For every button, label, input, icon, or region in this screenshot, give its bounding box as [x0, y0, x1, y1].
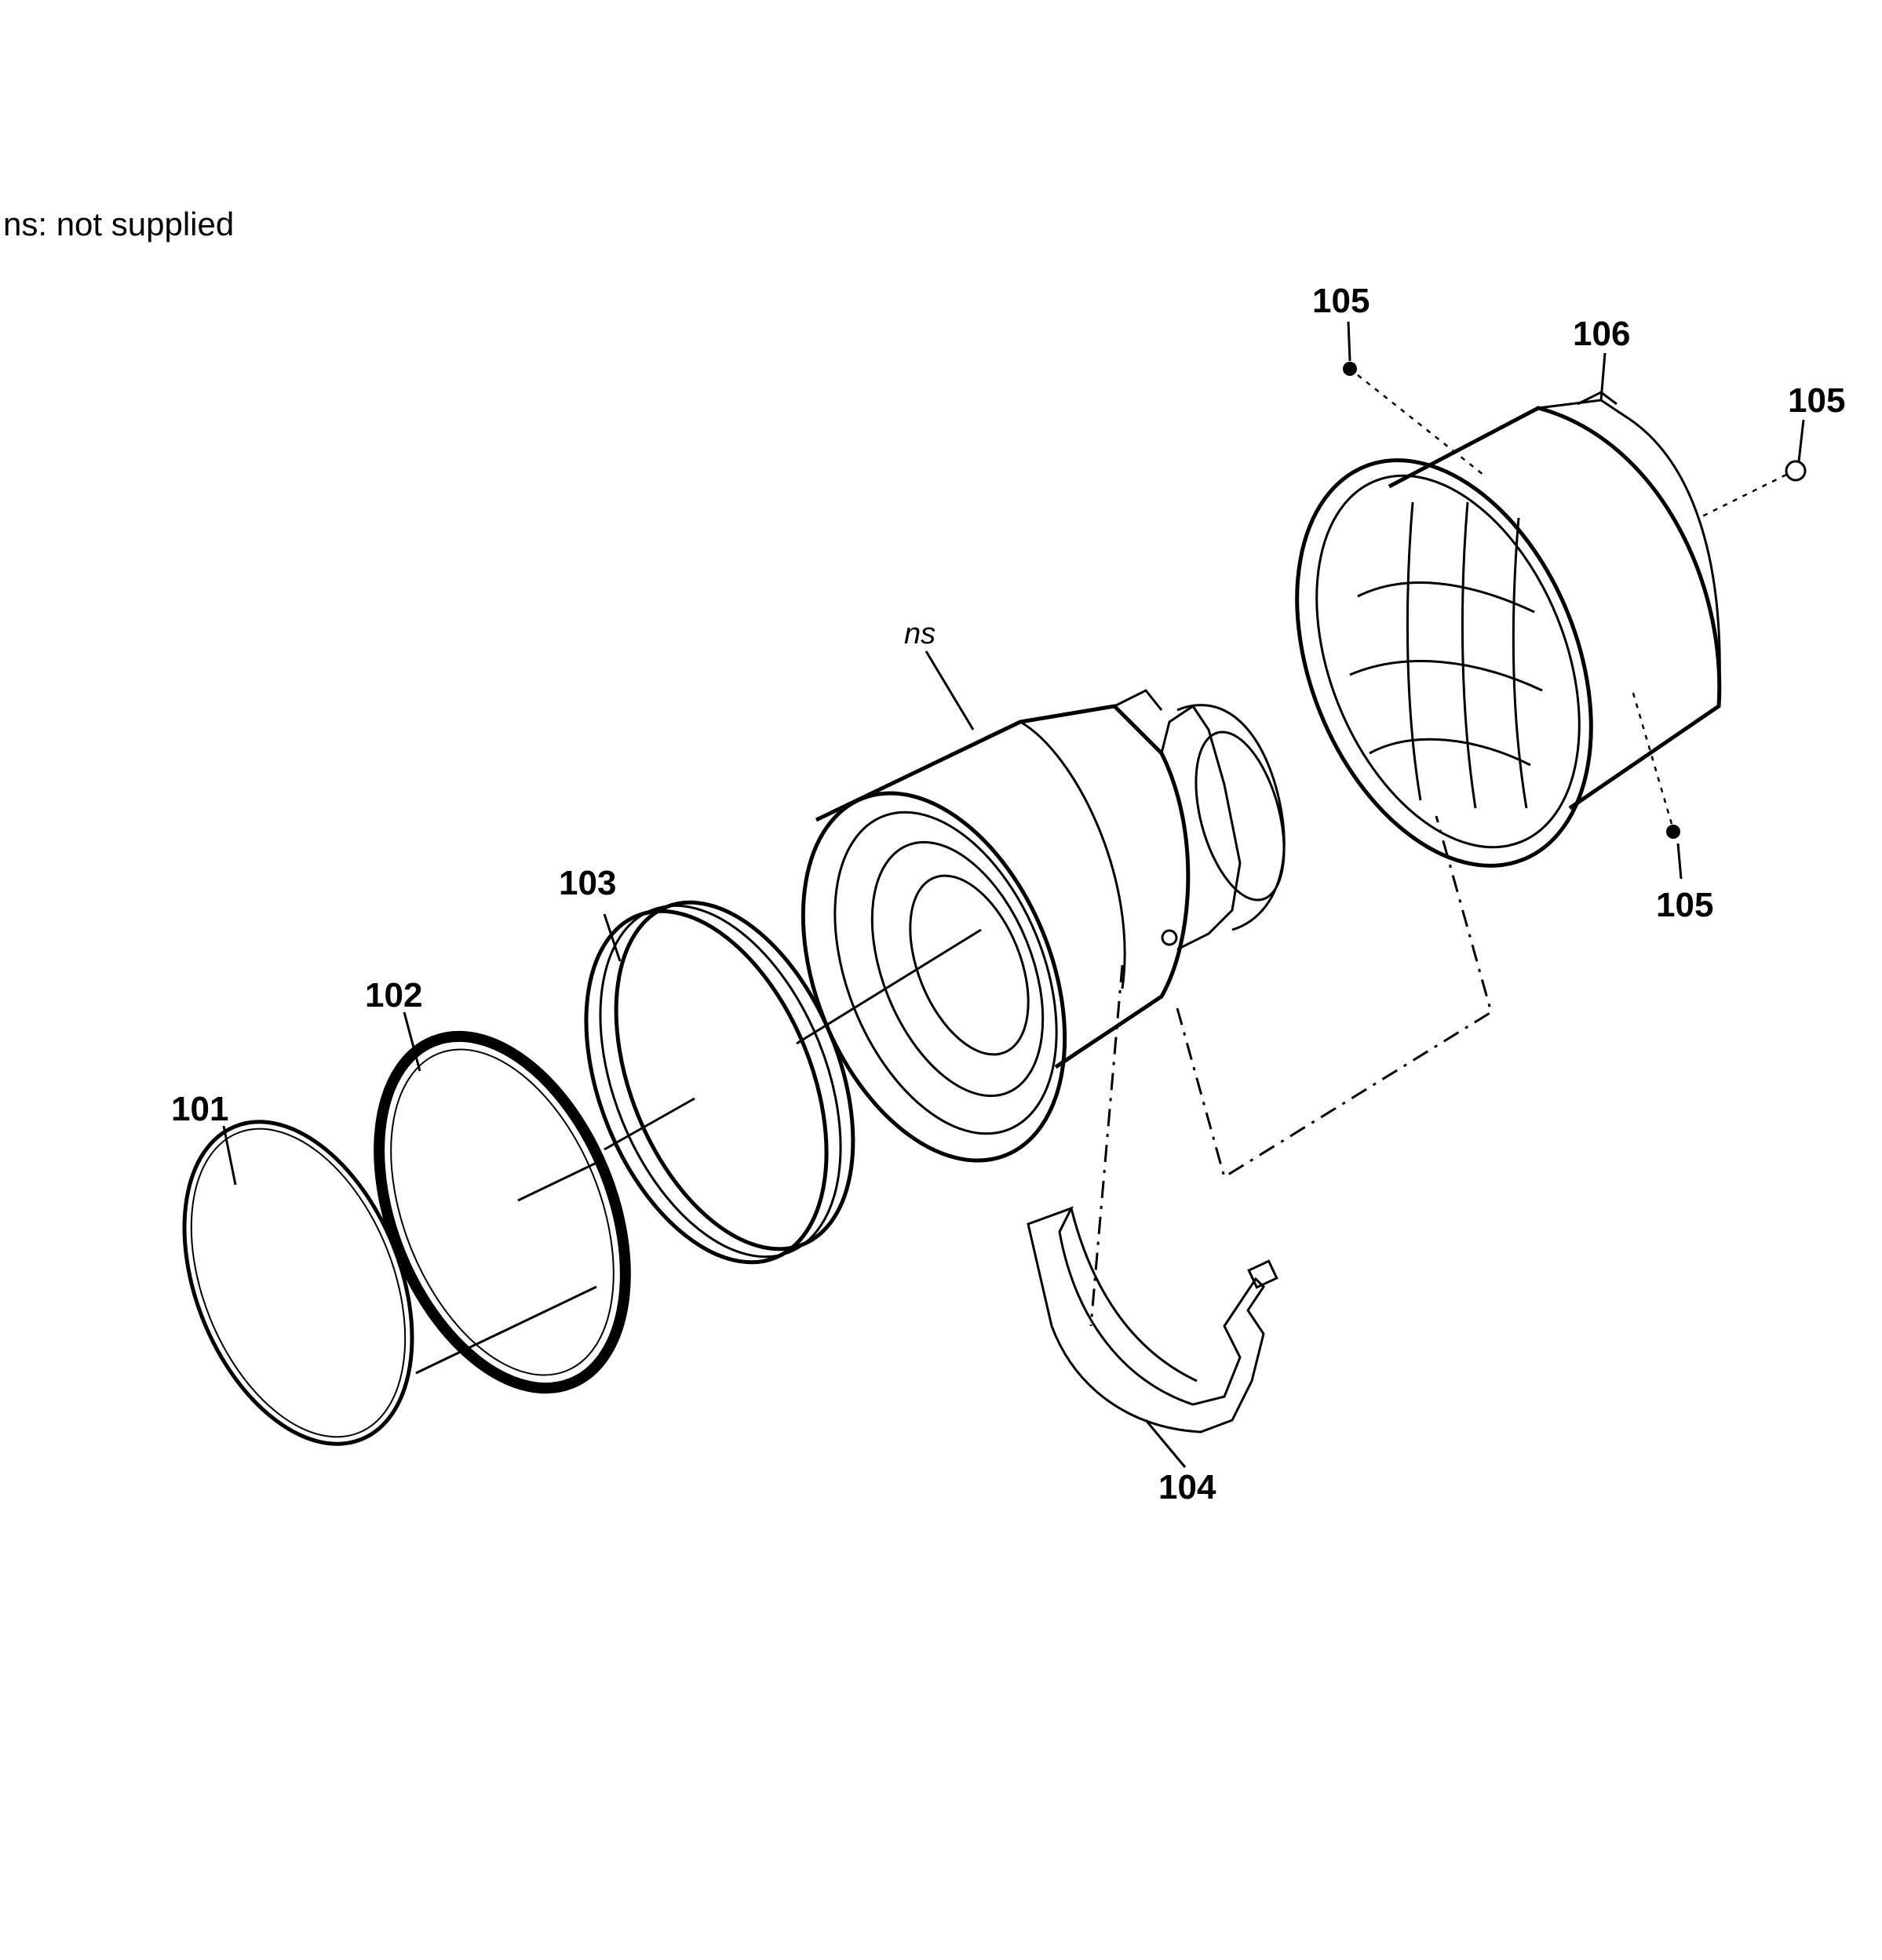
legend-note: ns: not supplied	[3, 206, 234, 242]
label-105-right: 105	[1788, 381, 1845, 420]
assembly-guide-lines	[415, 815, 1493, 1375]
lens-barrel-not-supplied	[801, 650, 1286, 1163]
part-104-flex-cable	[1027, 1206, 1278, 1468]
part-105-screw-bottom	[1631, 690, 1683, 880]
part-105-screw-top-left	[1343, 321, 1484, 475]
label-ns: ns	[904, 618, 936, 650]
part-106-rear-barrel	[1295, 352, 1722, 868]
label-104: 104	[1158, 1468, 1216, 1506]
label-102: 102	[365, 976, 422, 1015]
label-105-bottom: 105	[1656, 886, 1713, 924]
label-101: 101	[171, 1090, 228, 1128]
label-105-top-left: 105	[1312, 282, 1370, 320]
part-103-lens-filter	[584, 900, 855, 1265]
label-106: 106	[1573, 315, 1630, 353]
label-103: 103	[559, 864, 616, 902]
part-102-thick-ring	[374, 1011, 631, 1394]
part-105-screw-right	[1698, 419, 1807, 519]
